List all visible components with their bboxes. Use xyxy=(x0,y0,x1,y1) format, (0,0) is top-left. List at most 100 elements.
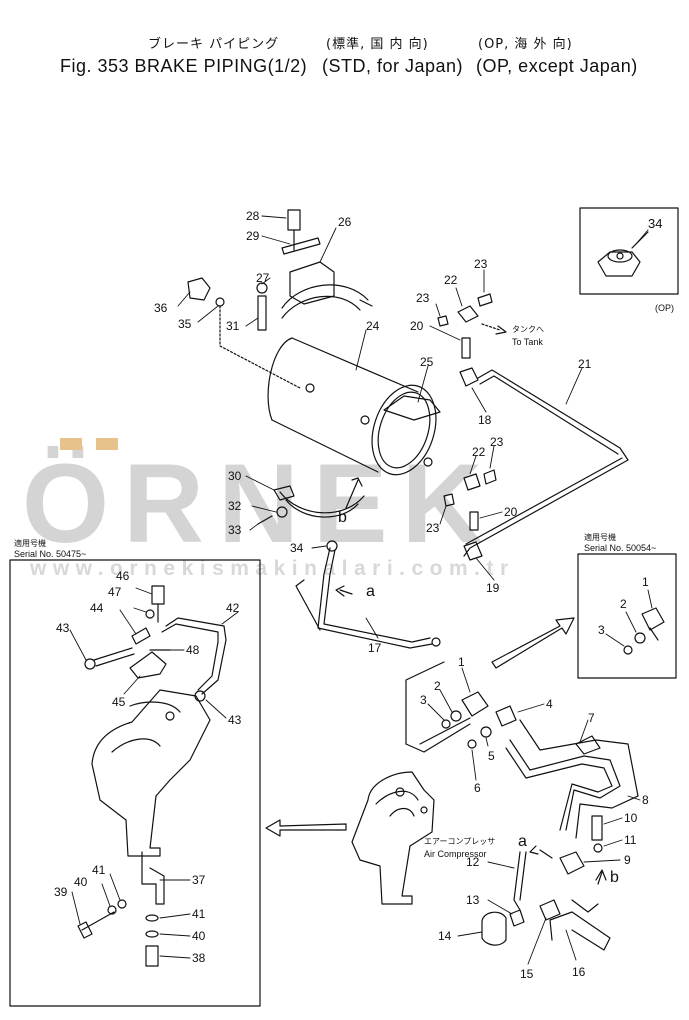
callout-22: 22 xyxy=(472,445,486,459)
bolt-10 xyxy=(591,815,603,841)
callout-31: 31 xyxy=(226,319,240,333)
callout-7: 7 xyxy=(588,711,595,725)
bolt-33 xyxy=(257,515,273,525)
op-label-japanese: (OP, 海 外 向) xyxy=(478,37,573,52)
callout-24: 24 xyxy=(366,319,380,333)
pipe-17 xyxy=(317,547,433,649)
washer-5 xyxy=(480,726,492,738)
callout-17: 17 xyxy=(368,641,382,655)
callout-25: 25 xyxy=(420,355,434,369)
fitting-35 xyxy=(215,297,225,307)
to-tank-note-japanese: タンクへ xyxy=(512,325,544,334)
compressor-note: Air Compressor xyxy=(424,849,487,859)
callout-43: 43 xyxy=(228,713,242,727)
callout-39: 39 xyxy=(54,885,68,899)
callout-41: 41 xyxy=(92,863,106,877)
callout-8: 8 xyxy=(642,793,649,807)
std-label: (STD, for Japan) xyxy=(322,56,464,76)
callout-labels: 28 29 26 27 36 35 31 24 25 22 23 23 20 1… xyxy=(54,209,662,981)
callout-18: 18 xyxy=(478,413,492,427)
std-label-japanese: (標準, 国 内 向) xyxy=(326,37,429,52)
adapter-20b xyxy=(469,511,479,531)
callout-47: 47 xyxy=(108,585,122,599)
nut-32 xyxy=(276,506,288,518)
callout-38: 38 xyxy=(192,951,206,965)
flow-letter-b: b xyxy=(610,869,619,886)
callout-37: 37 xyxy=(192,873,206,887)
fitting-15 xyxy=(539,899,561,921)
callout-13: 13 xyxy=(466,893,480,907)
callout-45: 45 xyxy=(112,695,126,709)
arrow-to-left-panel xyxy=(265,819,347,837)
callout-46: 46 xyxy=(116,569,130,583)
pipe-12 xyxy=(513,851,521,911)
callout-15: 15 xyxy=(520,967,534,981)
bolt-39 xyxy=(77,921,93,939)
callout-23: 23 xyxy=(426,521,440,535)
op-label: (OP, except Japan) xyxy=(476,56,638,76)
callout-40: 40 xyxy=(74,875,88,889)
flow-letter-a: a xyxy=(366,583,375,600)
fitting-13 xyxy=(509,909,525,927)
plug-23b xyxy=(477,293,493,307)
callout-14: 14 xyxy=(438,929,452,943)
callout-19: 19 xyxy=(486,581,500,595)
callout-28: 28 xyxy=(246,209,260,223)
compressor-note-japanese: エアーコンプレッサ xyxy=(424,837,496,846)
arrow-to-inset xyxy=(491,617,575,669)
pipe-16 xyxy=(549,911,611,951)
to-tank-note: To Tank xyxy=(512,337,543,347)
callout-23: 23 xyxy=(474,257,488,271)
callout-2-inset: 2 xyxy=(620,597,627,611)
callout-2: 2 xyxy=(434,679,441,693)
callout-30: 30 xyxy=(228,469,242,483)
callout-34: 34 xyxy=(290,541,304,555)
callout-3-inset: 3 xyxy=(598,623,605,637)
fitting-34 xyxy=(326,540,338,552)
hose-8 xyxy=(519,719,639,839)
callout-44: 44 xyxy=(90,601,104,615)
valve-9 xyxy=(559,851,585,875)
callout-33: 33 xyxy=(228,523,242,537)
clamp-44 xyxy=(131,627,151,645)
tee-22 xyxy=(457,305,479,323)
callout-20: 20 xyxy=(410,319,424,333)
bolt-31 xyxy=(257,295,267,331)
callout-9: 9 xyxy=(624,853,631,867)
tank-band-26 xyxy=(281,261,373,319)
watermark-url: www.ornekismakinalari.com.tr xyxy=(30,557,515,580)
callout-41: 41 xyxy=(192,907,206,921)
serial-left: Serial No. 50475~ xyxy=(14,549,87,559)
callout-32: 32 xyxy=(228,499,242,513)
pipe-21 xyxy=(477,369,629,461)
right-inset-box xyxy=(577,553,677,679)
valve-1 xyxy=(461,691,489,717)
nut-27 xyxy=(256,282,268,294)
figure-title: Fig. 353 BRAKE PIPING(1/2) xyxy=(60,56,308,76)
callout-27: 27 xyxy=(256,271,270,285)
callout-42: 42 xyxy=(226,601,240,615)
flow-letter-a: a xyxy=(518,833,527,850)
pipe-42 xyxy=(165,617,227,695)
flow-letter-b: b xyxy=(338,509,347,526)
callout-40: 40 xyxy=(192,929,206,943)
callout-34-op: 34 xyxy=(648,216,662,231)
op-note: (OP) xyxy=(655,303,674,313)
title-japanese: ブレーキ パイピング xyxy=(148,37,280,52)
bolt-28 xyxy=(287,209,301,231)
valve-14 xyxy=(481,911,507,946)
callout-21: 21 xyxy=(578,357,592,371)
tee-22b xyxy=(463,473,481,491)
bolt-38 xyxy=(145,945,159,967)
air-compressor xyxy=(351,771,435,905)
plug-23d xyxy=(443,493,455,507)
serial-right: Serial No. 50054~ xyxy=(584,543,657,553)
strap-29 xyxy=(281,237,321,255)
plate-45 xyxy=(129,651,167,679)
plug-23 xyxy=(437,315,449,327)
bracket-25 xyxy=(383,395,441,421)
hose-7 xyxy=(509,739,621,831)
callout-16: 16 xyxy=(572,965,586,979)
callout-20: 20 xyxy=(504,505,518,519)
